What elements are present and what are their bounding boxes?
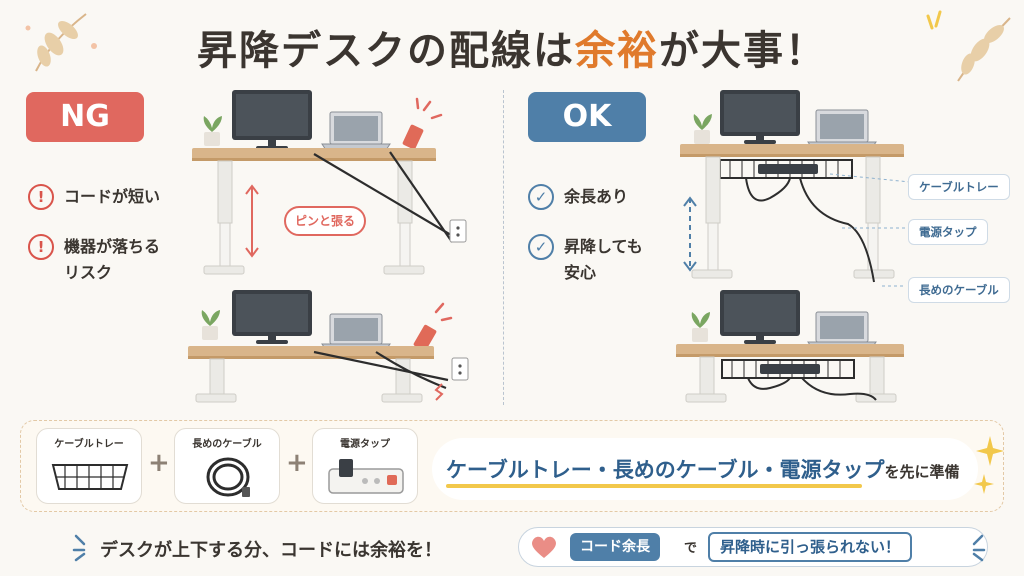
callout-cable-tray: ケーブルトレー bbox=[908, 174, 1010, 200]
coiled-cable-icon bbox=[206, 457, 250, 497]
callout-power-strip: 電源タップ bbox=[908, 219, 988, 245]
check-icon: ✓ bbox=[528, 184, 554, 210]
ok-point-safe: ✓ 昇降しても 安心 bbox=[528, 234, 643, 286]
item-label: ケーブルトレー bbox=[54, 439, 124, 450]
center-divider bbox=[503, 90, 504, 405]
ng-point-fall-risk: ! 機器が落ちる リスク bbox=[28, 234, 160, 286]
ok-callout-leaders bbox=[842, 227, 906, 287]
ok-point-text: 余長あり bbox=[564, 187, 629, 206]
check-icon: ✓ bbox=[528, 234, 554, 260]
ok-point-slack: ✓ 余長あり bbox=[528, 184, 628, 210]
plus-sign: + bbox=[148, 448, 170, 478]
power-strip-icon bbox=[328, 459, 404, 494]
ok-badge: OK bbox=[528, 92, 646, 142]
item-label: 電源タップ bbox=[340, 439, 390, 450]
warning-icon: ! bbox=[28, 234, 54, 260]
ok-point-text: 昇降しても 安心 bbox=[564, 237, 643, 282]
ok-desk-lowered-illustration bbox=[676, 290, 904, 403]
summary-pill bbox=[432, 438, 978, 500]
ng-desk-lowered-illustration bbox=[188, 290, 469, 403]
accent-lines-icon bbox=[72, 534, 86, 562]
title-after: が大事！ bbox=[659, 28, 827, 74]
summary-text: ケーブルトレー・長めのケーブル・電源タップを先に準備 bbox=[446, 454, 960, 484]
page-title: 昇降デスクの配線は余裕が大事！ bbox=[0, 18, 1024, 76]
ng-badge: NG bbox=[26, 92, 144, 142]
item-card-long-cable: 長めのケーブル bbox=[174, 428, 280, 504]
outcome-tag: 昇降時に引っ張られない！ bbox=[708, 532, 913, 562]
ok-desk-raised-illustration bbox=[680, 90, 910, 283]
cable-tray-icon bbox=[51, 464, 129, 490]
item-card-cable-tray: ケーブルトレー bbox=[36, 428, 142, 504]
accent-lines-right-icon bbox=[972, 534, 986, 562]
leaf-decoration-right-icon bbox=[926, 10, 1011, 82]
sparkle-icon bbox=[974, 436, 1004, 494]
summary-suffix: を先に準備 bbox=[884, 463, 960, 481]
heart-icon bbox=[532, 536, 556, 558]
taut-speech-bubble: ピンと張る bbox=[284, 206, 366, 236]
item-label: 長めのケーブル bbox=[192, 439, 262, 450]
leaf-decoration-left-icon bbox=[25, 13, 97, 72]
callout-long-cable: 長めのケーブル bbox=[908, 277, 1010, 303]
ng-desk-raised-illustration bbox=[192, 90, 467, 275]
summary-main: ケーブルトレー・長めのケーブル・電源タップ bbox=[446, 458, 885, 482]
warning-icon: ! bbox=[28, 184, 54, 210]
slack-tag: コード余長 bbox=[570, 533, 660, 561]
footer-particle: で bbox=[684, 541, 698, 556]
plus-sign: + bbox=[286, 448, 308, 478]
ng-point-text: コードが短い bbox=[64, 187, 161, 206]
title-before: 昇降デスクの配線は bbox=[197, 28, 575, 74]
item-card-power-strip: 電源タップ bbox=[312, 428, 418, 504]
summary-underline bbox=[446, 484, 862, 488]
footer-message: デスクが上下する分、コードには余裕を！ bbox=[100, 540, 442, 561]
title-accent: 余裕 bbox=[575, 28, 659, 74]
ng-point-short-cord: ! コードが短い bbox=[28, 184, 160, 210]
ng-point-text: 機器が落ちる リスク bbox=[64, 237, 161, 282]
